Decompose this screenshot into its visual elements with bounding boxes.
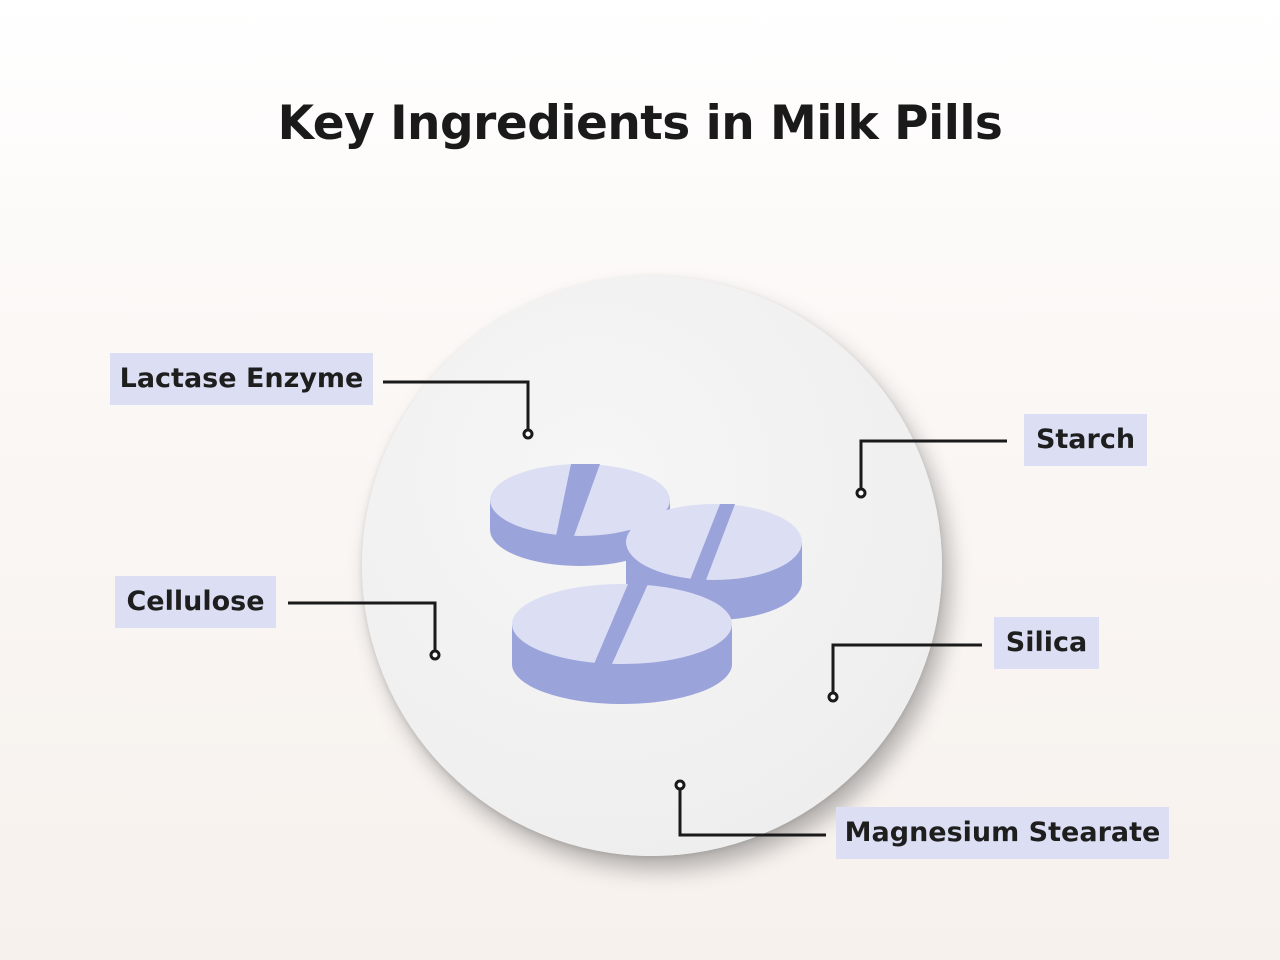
label-silica: Silica xyxy=(994,617,1099,669)
label-starch: Starch xyxy=(1024,414,1147,466)
background-circle xyxy=(362,276,942,856)
label-lactase-enzyme: Lactase Enzyme xyxy=(110,353,373,405)
diagram-title: Key Ingredients in Milk Pills xyxy=(277,96,1003,151)
label-magnesium-stearate: Magnesium Stearate xyxy=(836,807,1169,859)
label-cellulose: Cellulose xyxy=(115,576,276,628)
